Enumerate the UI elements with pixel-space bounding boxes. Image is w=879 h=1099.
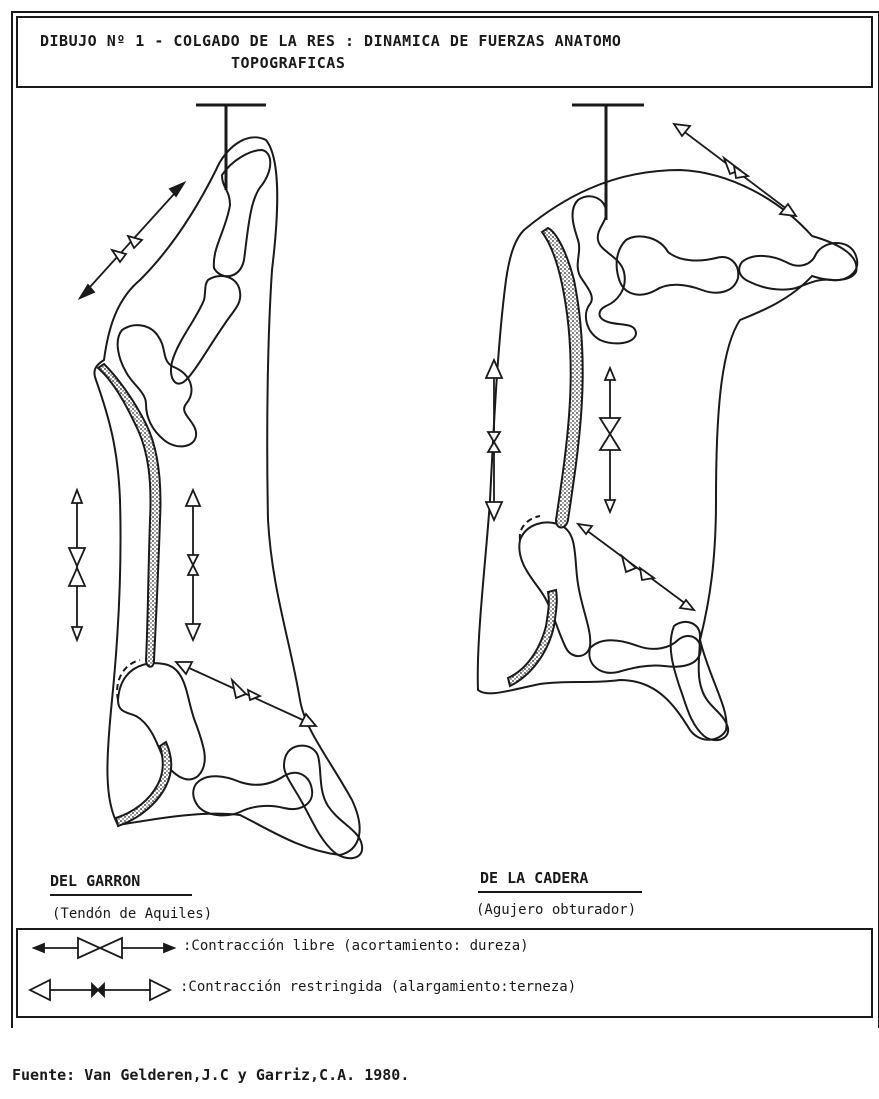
left-bone-3 (118, 325, 197, 446)
left-figure-label: DEL GARRON (50, 872, 140, 890)
left-bone-5 (193, 773, 312, 816)
left-tendon (98, 364, 160, 667)
left-bone-1 (214, 150, 270, 276)
right-carcass (478, 105, 858, 740)
right-arrows (486, 124, 796, 610)
right-band-lower (508, 590, 557, 686)
right-obturator-band (542, 228, 583, 528)
right-bone-4 (519, 522, 590, 656)
right-bone-2 (617, 236, 739, 294)
left-bone-4 (118, 663, 205, 779)
left-bone-6 (284, 746, 362, 859)
right-figure-label: DE LA CADERA (480, 869, 588, 887)
left-tendon-lower (116, 742, 171, 826)
right-bone-3 (739, 243, 857, 290)
left-carcass (94, 105, 362, 858)
left-figure-sublabel: (Tendón de Aquiles) (52, 906, 212, 922)
legend-restricted-text: :Contracción restringida (alargamiento:t… (180, 979, 576, 995)
source-citation: Fuente: Van Gelderen,J.C y Garriz,C.A. 1… (12, 1066, 409, 1084)
left-dashed-joint (117, 660, 140, 700)
right-figure-sublabel: (Agujero obturador) (476, 902, 636, 918)
right-bone-5 (589, 636, 700, 673)
legend-free-text: :Contracción libre (acortamiento: dureza… (183, 938, 529, 954)
right-bone-1 (573, 196, 636, 343)
left-bone-2 (171, 276, 240, 384)
left-arrows (69, 183, 316, 726)
